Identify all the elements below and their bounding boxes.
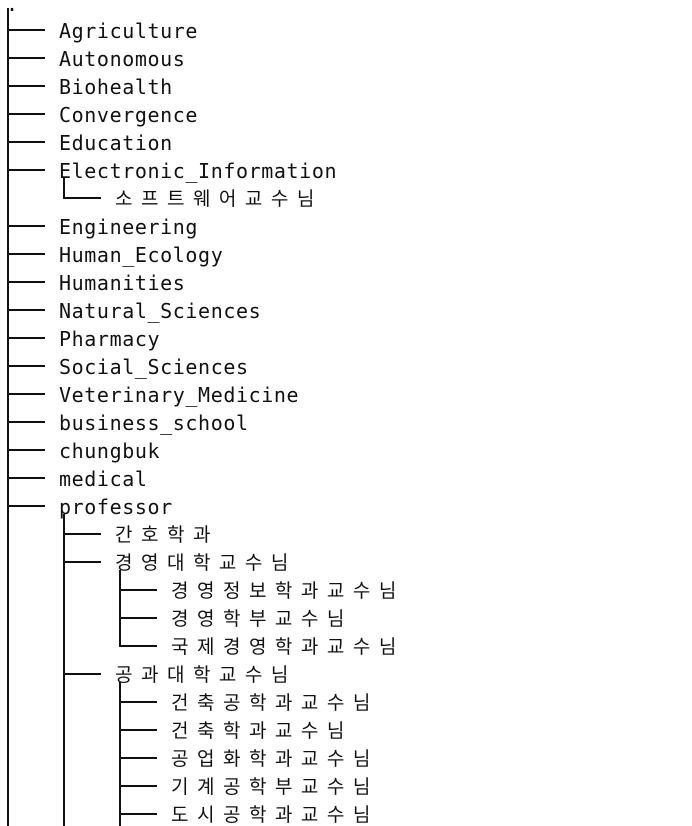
tree-connector bbox=[7, 365, 45, 367]
tree-item-label: 간호학과 bbox=[115, 524, 219, 546]
tree-connector bbox=[119, 785, 157, 787]
tree-item-label: chungbuk bbox=[59, 439, 161, 463]
tree-branch-line bbox=[63, 514, 65, 826]
tree-connector bbox=[7, 393, 45, 395]
tree-item-label: Electronic_Information bbox=[59, 159, 338, 183]
tree-item-label: Social_Sciences bbox=[59, 355, 249, 379]
tree-connector bbox=[119, 589, 157, 591]
tree-connector bbox=[63, 533, 101, 535]
tree-branch-line bbox=[7, 8, 9, 826]
tree-branch-line bbox=[119, 570, 121, 646]
tree-item-label: 도시공학과교수님 bbox=[171, 804, 379, 826]
tree-connector bbox=[7, 477, 45, 479]
tree-item-label: Convergence bbox=[59, 103, 199, 127]
tree-connector bbox=[7, 85, 45, 87]
tree-connector bbox=[7, 57, 45, 59]
tree-connector bbox=[7, 449, 45, 451]
tree-connector bbox=[7, 169, 45, 171]
tree-connector bbox=[119, 729, 157, 731]
tree-item-label: 국제경영학과교수님 bbox=[171, 636, 405, 658]
tree-connector bbox=[119, 617, 157, 619]
tree-item-label: 경영학부교수님 bbox=[171, 608, 353, 630]
tree-connector bbox=[63, 561, 101, 563]
tree-item-label: 기계공학부교수님 bbox=[171, 776, 379, 798]
tree-root: . bbox=[6, 0, 19, 16]
tree-item-label: Human_Ecology bbox=[59, 243, 224, 267]
tree-item-label: 건축공학과교수님 bbox=[171, 692, 379, 714]
tree-item-label: 건축학과교수님 bbox=[171, 720, 353, 742]
tree-item-label: Pharmacy bbox=[59, 327, 161, 351]
tree-connector bbox=[7, 281, 45, 283]
tree-connector bbox=[7, 225, 45, 227]
tree-connector bbox=[119, 645, 157, 647]
tree-item-label: Biohealth bbox=[59, 75, 173, 99]
tree-item-label: Humanities bbox=[59, 271, 186, 295]
tree-item-label: 경영대학교수님 bbox=[115, 552, 297, 574]
tree-item-label: 공업화학과교수님 bbox=[171, 748, 379, 770]
tree-item-label: 소프트웨어교수님 bbox=[115, 188, 323, 210]
tree-item-label: Education bbox=[59, 131, 173, 155]
tree-connector bbox=[119, 701, 157, 703]
tree-connector bbox=[7, 309, 45, 311]
tree-item-label: 공과대학교수님 bbox=[115, 664, 297, 686]
tree-connector bbox=[63, 673, 101, 675]
tree-connector bbox=[7, 337, 45, 339]
tree-item-label: Agriculture bbox=[59, 19, 199, 43]
tree-item-label: Engineering bbox=[59, 215, 199, 239]
tree-connector bbox=[63, 197, 101, 199]
tree-connector bbox=[7, 253, 45, 255]
tree-item-label: professor bbox=[59, 495, 173, 519]
tree-branch-line bbox=[63, 178, 65, 198]
tree-item-label: 경영정보학과교수님 bbox=[171, 580, 405, 602]
tree-connector bbox=[119, 757, 157, 759]
tree-item-label: business_school bbox=[59, 411, 249, 435]
tree-item-label: Veterinary_Medicine bbox=[59, 383, 300, 407]
tree-connector bbox=[7, 505, 45, 507]
tree-item-label: medical bbox=[59, 467, 148, 491]
tree-item-label: Natural_Sciences bbox=[59, 299, 262, 323]
tree-connector bbox=[7, 421, 45, 423]
tree-connector bbox=[7, 113, 45, 115]
tree-connector bbox=[7, 29, 45, 31]
tree-branch-line bbox=[119, 682, 121, 826]
tree-item-label: Autonomous bbox=[59, 47, 186, 71]
tree-connector bbox=[7, 141, 45, 143]
tree-connector bbox=[119, 813, 157, 815]
